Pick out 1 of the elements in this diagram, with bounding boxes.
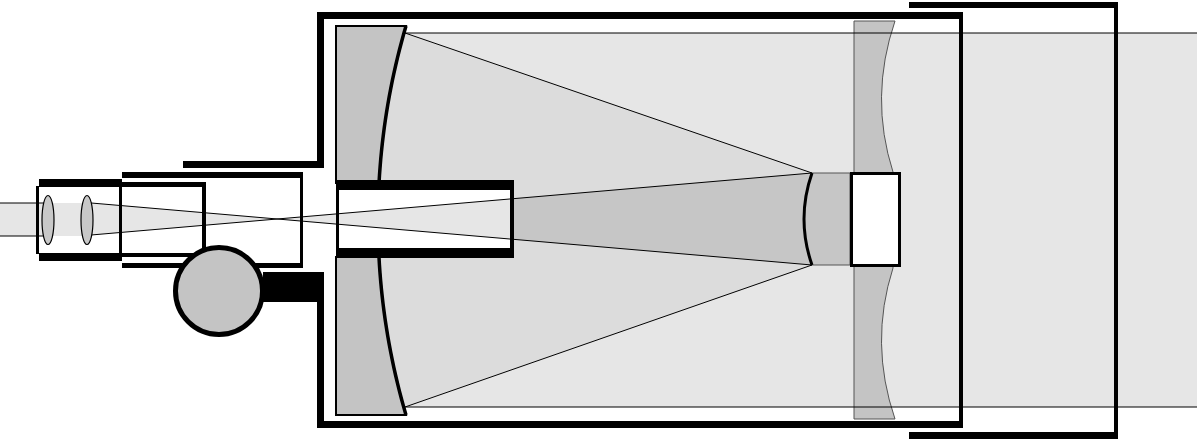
telescope-cross-section-drawing bbox=[0, 0, 1200, 440]
